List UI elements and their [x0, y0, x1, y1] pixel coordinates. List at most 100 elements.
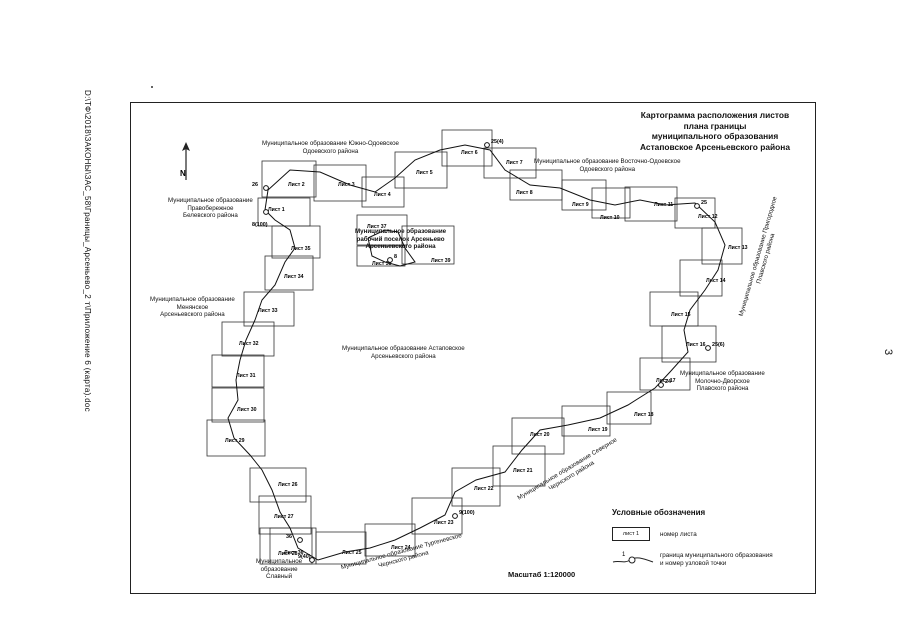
sheet-box — [261, 160, 317, 198]
sheet-box — [661, 325, 717, 363]
map-scale: Масштаб 1:120000 — [508, 570, 576, 579]
sheet-label: Лист 12 — [698, 214, 718, 220]
sheet-label: Лист 23 — [434, 520, 454, 526]
sheet-label: Лист 24 — [391, 545, 411, 551]
region-menshikovskoe: Муниципальное образование Менянское Арсе… — [150, 296, 235, 318]
sheet-box — [249, 467, 307, 503]
node-label: 8 — [394, 254, 397, 260]
node-point — [694, 203, 700, 209]
poselok-boundary — [367, 229, 416, 267]
sheet-box — [364, 523, 416, 557]
sheet-box — [206, 419, 266, 457]
node-point — [297, 537, 303, 543]
sheet-label: Лист 26 — [278, 482, 298, 488]
sheet-box — [258, 495, 312, 535]
sheet-label: Лист 27 — [274, 514, 294, 520]
title-line: Картограмма расположения листов — [640, 110, 790, 120]
sheet-box — [211, 354, 265, 388]
title-line: Астаповское Арсеньевского района — [639, 141, 791, 152]
sheet-box — [401, 225, 455, 265]
sheet-label: Лист 37 — [367, 224, 387, 230]
sheet-label: Лист 10 — [600, 215, 620, 221]
sheet-box — [561, 405, 611, 437]
north-label: N — [180, 169, 186, 178]
node-point — [452, 513, 458, 519]
sheet-label: Лист 20 — [530, 432, 550, 438]
sheet-box — [264, 255, 314, 291]
sheet-label: Лист 31 — [236, 373, 256, 379]
sheet-label: Лист 4 — [374, 192, 391, 198]
legend-sheet-caption: номер листа — [660, 531, 697, 538]
node-label: 25(6) — [712, 342, 725, 348]
node-point — [658, 382, 664, 388]
region-slavny: Муниципальное образование Славный — [256, 558, 303, 580]
sheet-box — [561, 179, 607, 211]
region-pravoberezhnoe: Муниципальное образование Правобережное … — [168, 197, 253, 219]
legend-sheet-sample: лист 1 — [612, 527, 650, 541]
sheet-label: Лист 13 — [728, 245, 748, 251]
node-label: 26 — [252, 182, 258, 188]
sheet-label: Лист 2 — [288, 182, 305, 188]
map-frame — [130, 102, 816, 594]
speck — [151, 86, 153, 88]
sheet-box — [411, 497, 463, 535]
node-point — [484, 142, 490, 148]
node-label: 9(100) — [459, 510, 475, 516]
region-vostochno: Муниципальное образование Восточно-Одоев… — [534, 158, 681, 173]
sheet-label: Лист 19 — [588, 427, 608, 433]
sheet-label: Лист 33 — [258, 308, 278, 314]
node-label: 25(4) — [491, 139, 504, 145]
sheet-label: Лист 16 — [686, 342, 706, 348]
sheet-box — [451, 467, 501, 507]
legend-title: Условные обозначения — [612, 508, 706, 517]
sheet-box — [361, 176, 405, 208]
sheet-label: Лист 34 — [284, 274, 304, 280]
sheet-label: Лист 6 — [461, 150, 478, 156]
map-title: Картограмма расположения листов плана гр… — [620, 110, 810, 152]
node-label: 24 — [665, 379, 671, 385]
node-label: 8(100) — [252, 222, 268, 228]
sheet-box — [313, 164, 367, 202]
legend-boundary-caption: граница муниципального образования и ном… — [660, 552, 773, 567]
sheet-label: Лист 5 — [416, 170, 433, 176]
sheet-box — [269, 527, 317, 565]
sheet-box — [511, 417, 565, 455]
node-point — [263, 185, 269, 191]
sheet-label: Лист 35 — [291, 246, 311, 252]
sheet-box — [639, 357, 691, 391]
sheet-label: Лист 29 — [225, 438, 245, 444]
sheet-box — [674, 197, 716, 229]
astapovskoe-boundary — [227, 144, 726, 561]
node-point — [387, 257, 393, 263]
sheet-box — [221, 321, 275, 357]
sheet-box — [271, 225, 321, 259]
sheet-box — [394, 151, 448, 189]
sheet-box — [356, 214, 408, 246]
sheet-label: Лист 30 — [237, 407, 257, 413]
sheet-label: Лист 9 — [572, 202, 589, 208]
sheet-label: Лист 8 — [516, 190, 533, 196]
sheet-label: Лист 36 — [284, 550, 304, 556]
title-line: муниципального образования — [651, 131, 779, 141]
node-point — [309, 557, 315, 563]
sheet-label: Лист 39 — [431, 258, 451, 264]
sheet-label: Лист 25 — [342, 550, 362, 556]
legend-node-number: 1 — [622, 552, 626, 558]
sheet-label: Лист 15 — [671, 312, 691, 318]
sheet-box — [492, 445, 546, 487]
sheet-box — [606, 391, 652, 425]
node-label: 25 — [701, 200, 707, 206]
sheet-label: Лист 1 — [268, 207, 285, 213]
region-poselok: Муниципальное образование рабочий посело… — [355, 228, 447, 250]
sheet-label: Лист 28 — [278, 551, 298, 557]
region-yuzhno: Муниципальное образование Южно-Одоевское… — [262, 140, 399, 155]
north-arrow: N — [176, 142, 196, 187]
node-label: 36 — [286, 534, 292, 540]
sheet-label: Лист 18 — [634, 412, 654, 418]
node-label: 9(40) — [298, 554, 311, 560]
sheet-box — [591, 187, 631, 219]
sheet-label: Лист 17 — [656, 378, 676, 384]
sheet-label: Лист 14 — [706, 278, 726, 284]
region-molochno: Муниципальное образование Молочно-Дворск… — [680, 370, 765, 392]
